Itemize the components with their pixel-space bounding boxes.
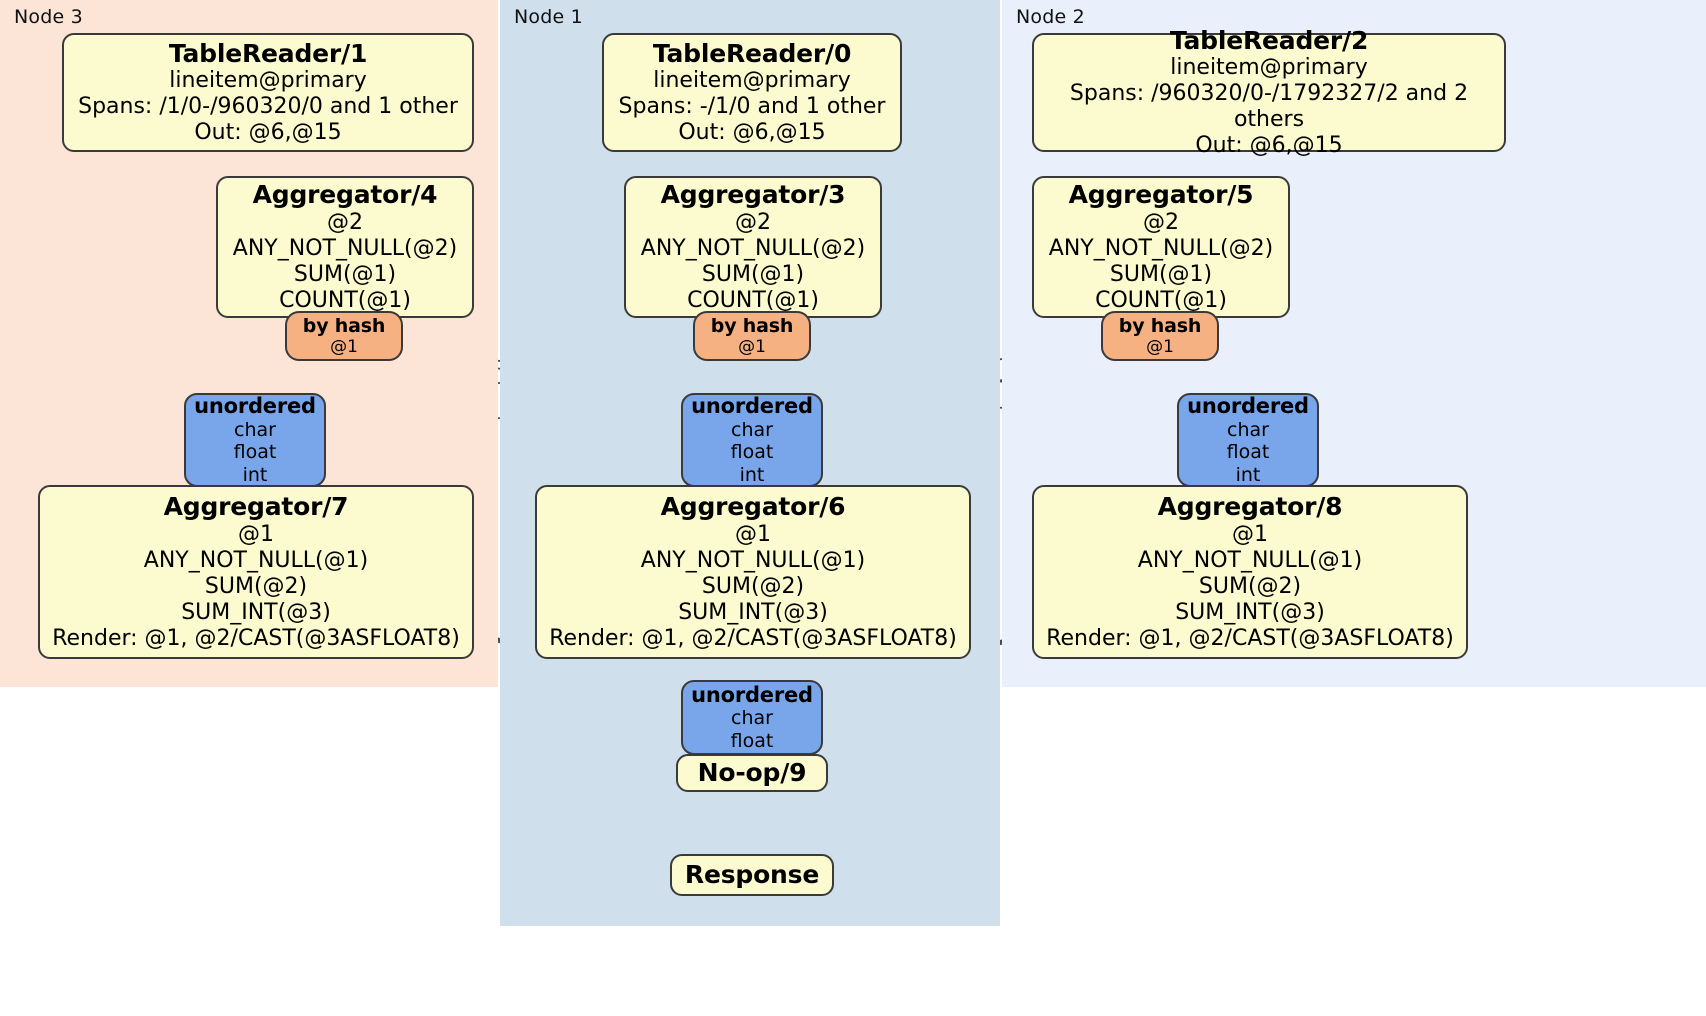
node-title: Aggregator/8 — [1157, 492, 1343, 522]
node-title: unordered — [1187, 394, 1309, 419]
node-title: unordered — [691, 394, 813, 419]
node-table-reader-1[interactable]: TableReader/1 lineitem@primary Spans: /1… — [62, 33, 474, 152]
node-line: Out: @6,@15 — [194, 120, 342, 146]
node-line: Out: @6,@15 — [1195, 133, 1343, 159]
node-line: int — [739, 463, 765, 486]
node-line: @2 — [735, 209, 771, 235]
node-line: ANY_NOT_NULL(@1) — [640, 547, 866, 573]
node-title: TableReader/0 — [652, 38, 852, 68]
node-line: Out: @6,@15 — [678, 120, 826, 146]
node-line: lineitem@primary — [169, 68, 367, 94]
node-aggregator-6[interactable]: Aggregator/6 @1 ANY_NOT_NULL(@1) SUM(@2)… — [535, 485, 971, 659]
node-router-by-hash-5[interactable]: by hash @1 — [1101, 311, 1219, 361]
node-line: ANY_NOT_NULL(@2) — [640, 235, 866, 261]
node-line: char — [731, 707, 773, 730]
node-line: SUM_INT(@3) — [1175, 599, 1325, 625]
node-synchronizer-unordered-final[interactable]: unordered char float — [681, 680, 823, 755]
node-aggregator-4[interactable]: Aggregator/4 @2 ANY_NOT_NULL(@2) SUM(@1)… — [216, 176, 474, 318]
node-aggregator-3[interactable]: Aggregator/3 @2 ANY_NOT_NULL(@2) SUM(@1)… — [624, 176, 882, 318]
node-title: Aggregator/3 — [660, 180, 846, 210]
node-line: @2 — [1143, 209, 1179, 235]
node-line: @1 — [1232, 521, 1268, 547]
node-line: COUNT(@1) — [687, 287, 819, 313]
node-title: Aggregator/5 — [1068, 180, 1254, 210]
panel-node-3-label: Node 3 — [14, 6, 83, 28]
node-line: SUM(@2) — [701, 573, 805, 599]
node-title: unordered — [691, 682, 813, 707]
node-aggregator-7[interactable]: Aggregator/7 @1 ANY_NOT_NULL(@1) SUM(@2)… — [38, 485, 474, 659]
node-table-reader-0[interactable]: TableReader/0 lineitem@primary Spans: -/… — [602, 33, 902, 152]
node-title: Response — [684, 860, 820, 890]
node-line: int — [242, 463, 268, 486]
node-line: SUM_INT(@3) — [678, 599, 828, 625]
node-title: Aggregator/6 — [660, 492, 846, 522]
node-synchronizer-unordered-right[interactable]: unordered char float int — [1177, 393, 1319, 487]
node-line: @2 — [327, 209, 363, 235]
node-line: int — [1235, 463, 1261, 486]
node-router-by-hash-4[interactable]: by hash @1 — [285, 311, 403, 361]
node-aggregator-8[interactable]: Aggregator/8 @1 ANY_NOT_NULL(@1) SUM(@2)… — [1032, 485, 1468, 659]
panel-node-1-label: Node 1 — [514, 6, 583, 28]
panel-node-2-label: Node 2 — [1016, 6, 1085, 28]
node-line: lineitem@primary — [653, 68, 851, 94]
node-line: float — [730, 441, 774, 464]
node-aggregator-5[interactable]: Aggregator/5 @2 ANY_NOT_NULL(@2) SUM(@1)… — [1032, 176, 1290, 318]
node-title: unordered — [194, 394, 316, 419]
node-no-op-9[interactable]: No-op/9 — [676, 754, 828, 792]
node-line: Spans: -/1/0 and 1 other — [618, 94, 886, 120]
node-line: Spans: /1/0-/960320/0 and 1 other — [78, 94, 458, 120]
node-line: Render: @1, @2/CAST(@3ASFLOAT8) — [1046, 625, 1454, 651]
node-line: float — [233, 441, 277, 464]
node-line: ANY_NOT_NULL(@2) — [232, 235, 458, 261]
node-line: @1 — [330, 337, 358, 358]
node-line: SUM_INT(@3) — [181, 599, 331, 625]
node-line: ANY_NOT_NULL(@1) — [143, 547, 369, 573]
node-line: ANY_NOT_NULL(@2) — [1048, 235, 1274, 261]
node-line: COUNT(@1) — [279, 287, 411, 313]
node-title: No-op/9 — [697, 758, 807, 788]
node-line: float — [1226, 441, 1270, 464]
node-line: SUM(@1) — [293, 261, 397, 287]
node-line: float — [730, 729, 774, 752]
node-line: Render: @1, @2/CAST(@3ASFLOAT8) — [549, 625, 957, 651]
node-title: by hash — [710, 314, 794, 337]
node-line: @1 — [1146, 337, 1174, 358]
node-synchronizer-unordered-left[interactable]: unordered char float int — [184, 393, 326, 487]
node-title: TableReader/2 — [1169, 25, 1369, 55]
node-line: Render: @1, @2/CAST(@3ASFLOAT8) — [52, 625, 460, 651]
node-router-by-hash-3[interactable]: by hash @1 — [693, 311, 811, 361]
node-line: @1 — [735, 521, 771, 547]
node-line: char — [731, 418, 773, 441]
node-title: by hash — [302, 314, 386, 337]
node-line: COUNT(@1) — [1095, 287, 1227, 313]
node-line: @1 — [238, 521, 274, 547]
node-line: lineitem@primary — [1170, 55, 1368, 81]
node-line: SUM(@1) — [1109, 261, 1213, 287]
node-line: ANY_NOT_NULL(@1) — [1137, 547, 1363, 573]
node-line: SUM(@1) — [701, 261, 805, 287]
node-title: by hash — [1118, 314, 1202, 337]
node-line: SUM(@2) — [1198, 573, 1302, 599]
node-line: SUM(@2) — [204, 573, 308, 599]
node-line: char — [234, 418, 276, 441]
node-line: char — [1227, 418, 1269, 441]
node-title: Aggregator/4 — [252, 180, 438, 210]
node-title: TableReader/1 — [168, 38, 368, 68]
node-synchronizer-unordered-middle[interactable]: unordered char float int — [681, 393, 823, 487]
node-title: Aggregator/7 — [163, 492, 349, 522]
node-table-reader-2[interactable]: TableReader/2 lineitem@primary Spans: /9… — [1032, 26, 1506, 158]
node-line: Spans: /960320/0-/1792327/2 and 2 others — [1069, 81, 1469, 133]
node-line: @1 — [738, 337, 766, 358]
node-response[interactable]: Response — [670, 854, 834, 896]
